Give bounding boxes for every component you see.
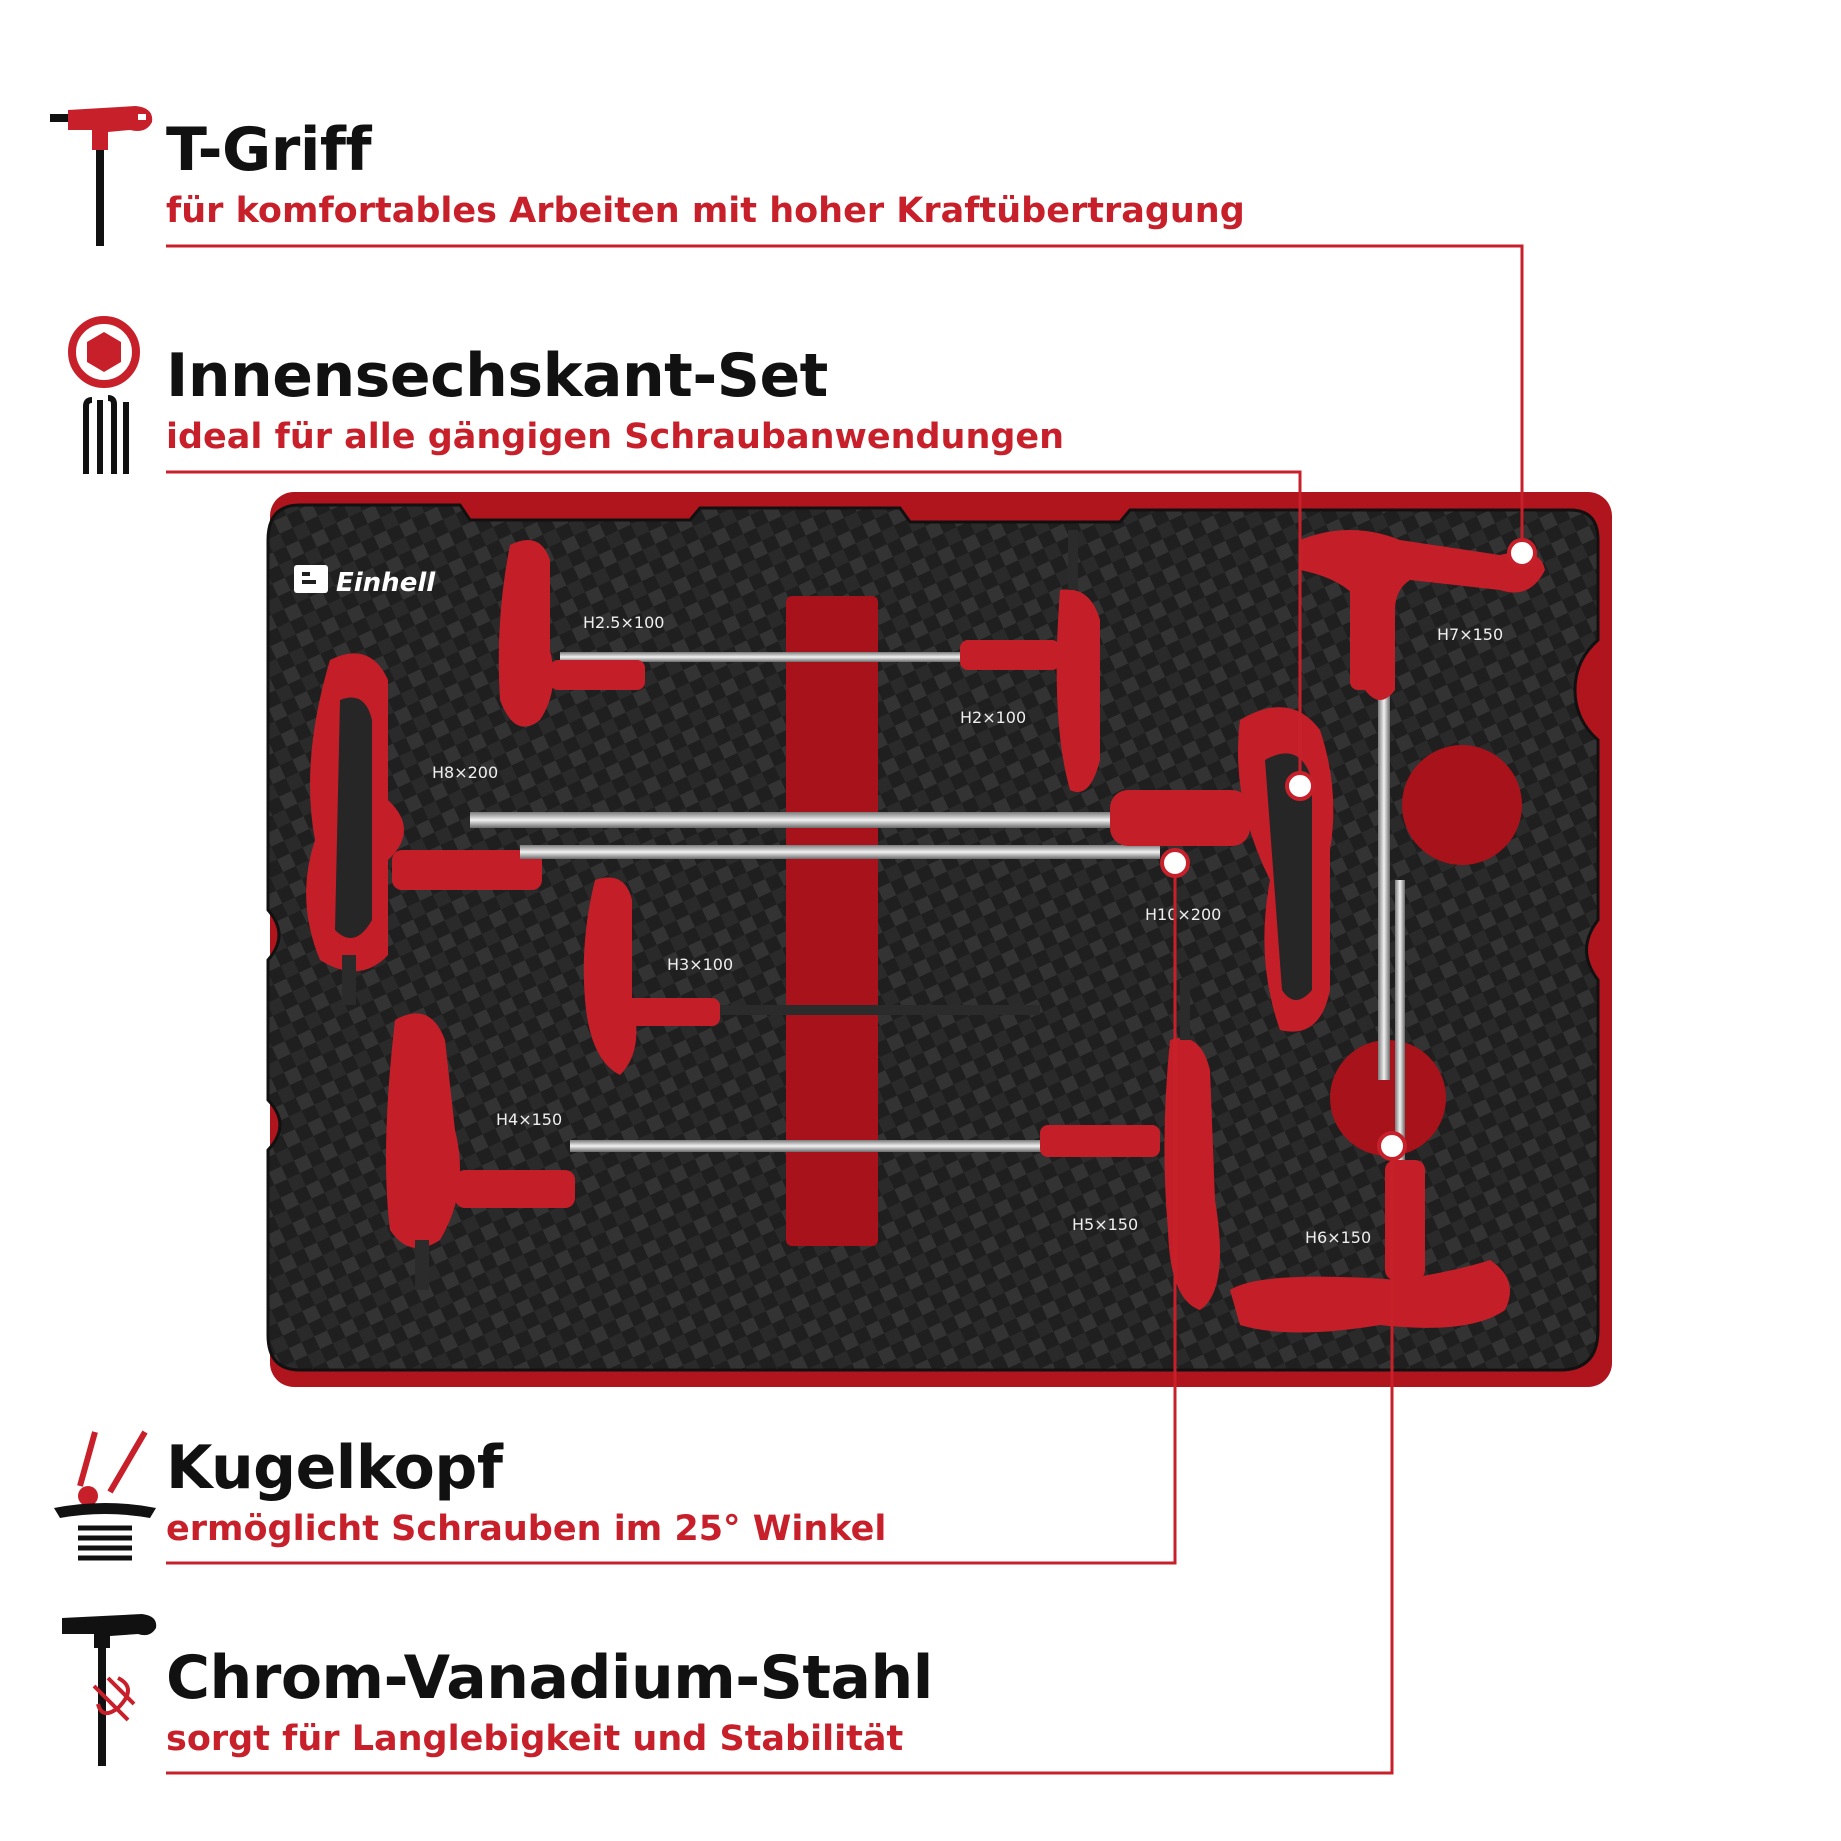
callout-dot-chrom-vanadium bbox=[1377, 1131, 1407, 1161]
feature-subtitle: für komfortables Arbeiten mit hoher Kraf… bbox=[166, 191, 1245, 231]
finger-recess-top bbox=[1402, 745, 1522, 865]
feature-subtitle: sorgt für Langlebigkeit und Stabilität bbox=[166, 1719, 904, 1759]
feature-subtitle: ideal für alle gängigen Schraubanwendung… bbox=[166, 417, 1065, 457]
hex-key-h2-5 bbox=[498, 540, 960, 727]
callout-dot-kugelkopf bbox=[1160, 848, 1190, 878]
feature-t-griff: T-Griff für komfortables Arbeiten mit ho… bbox=[166, 120, 1245, 229]
hex-key-h3 bbox=[583, 877, 1040, 1075]
size-label-h2-5: H2.5×100 bbox=[583, 613, 664, 632]
chrome-vanadium-icon bbox=[62, 1614, 157, 1766]
callout-line-kugelkopf bbox=[166, 863, 1177, 1565]
callout-line-t-griff bbox=[166, 244, 1524, 553]
callout-line-innensechskant bbox=[166, 470, 1302, 786]
hex-key-h4 bbox=[386, 1013, 1070, 1290]
callout-lines bbox=[166, 244, 1524, 1775]
feature-subtitle: ermöglicht Schrauben im 25° Winkel bbox=[166, 1509, 887, 1549]
finger-recess-bottom bbox=[1330, 1040, 1446, 1156]
hex-key-h8 bbox=[306, 653, 1170, 1005]
size-label-h3: H3×100 bbox=[667, 955, 733, 974]
callout-dots bbox=[1160, 538, 1537, 1161]
center-recess bbox=[786, 596, 878, 1246]
hex-key-h6 bbox=[1230, 880, 1510, 1333]
feature-innensechskant: Innensechskant-Set ideal für alle gängig… bbox=[166, 346, 1064, 455]
feature-title: Innensechskant-Set bbox=[166, 341, 828, 411]
hex-key-h5 bbox=[1040, 980, 1220, 1310]
size-label-h2: H2×100 bbox=[960, 708, 1026, 727]
size-label-h6: H6×150 bbox=[1305, 1228, 1371, 1247]
t-handle-icon bbox=[50, 106, 153, 246]
feature-title: Chrom-Vanadium-Stahl bbox=[166, 1643, 933, 1713]
feature-kugelkopf: Kugelkopf ermöglicht Schrauben im 25° Wi… bbox=[166, 1438, 886, 1547]
callout-dot-innensechskant bbox=[1285, 771, 1315, 801]
hex-key-h10 bbox=[520, 707, 1334, 1032]
size-label-h10: H10×200 bbox=[1145, 905, 1221, 924]
hex-key-h7 bbox=[1300, 530, 1545, 1080]
einhell-logo: Einhell bbox=[294, 565, 436, 598]
feature-title: Kugelkopf bbox=[166, 1433, 503, 1503]
ball-head-icon bbox=[54, 1430, 156, 1561]
callout-dot-t-griff bbox=[1507, 538, 1537, 568]
size-label-h8: H8×200 bbox=[432, 763, 498, 782]
size-label-h7: H7×150 bbox=[1437, 625, 1503, 644]
feature-title: T-Griff bbox=[166, 115, 372, 185]
hex-key-h2 bbox=[960, 530, 1100, 792]
callout-line-chrom-vanadium bbox=[166, 1146, 1394, 1775]
size-label-h5: H5×150 bbox=[1072, 1215, 1138, 1234]
feature-chrom-vanadium: Chrom-Vanadium-Stahl sorgt für Langlebig… bbox=[166, 1648, 933, 1757]
size-label-h4: H4×150 bbox=[496, 1110, 562, 1129]
svg-text:Einhell: Einhell bbox=[336, 568, 436, 598]
hex-key-set-icon bbox=[68, 316, 140, 474]
